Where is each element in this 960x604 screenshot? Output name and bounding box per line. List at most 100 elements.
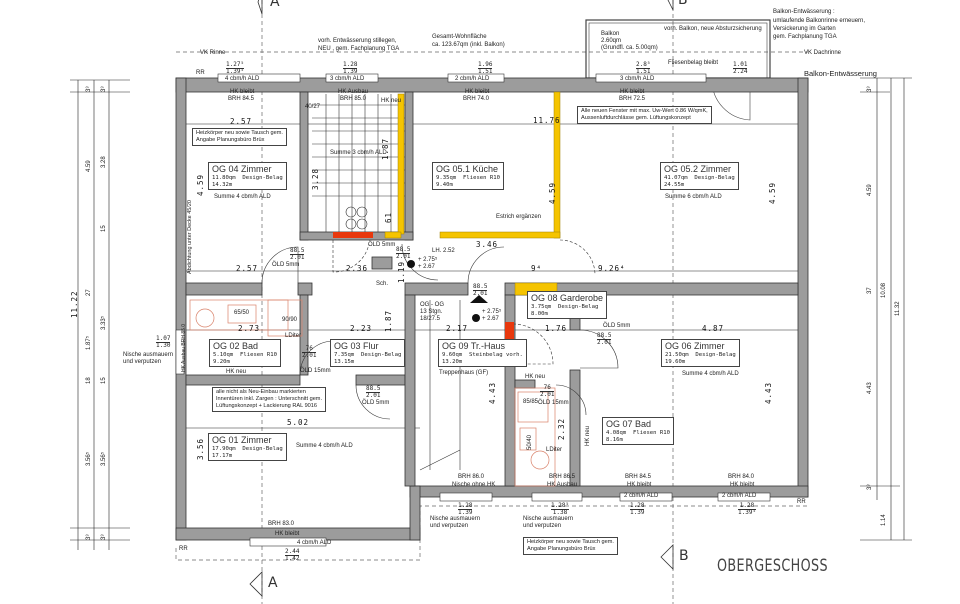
windows-note: Alle neuen Fenster mit max. Uw-Wert 0.86…	[577, 106, 712, 124]
rr-label: RR	[179, 546, 188, 552]
room-perimeter: 13.15m	[334, 358, 355, 365]
room-area-floor: 9.35qm Fliesen R10	[436, 175, 500, 182]
room-area: 5.10qm	[213, 352, 234, 358]
area-note-2: ca. 123.67qm (inkl. Balkon)	[432, 42, 505, 48]
room-area-floor: 3.75qm Design-Belag	[531, 304, 603, 311]
level-markers	[407, 260, 480, 322]
room-area: 9.60qm	[442, 352, 463, 358]
room-area: 21.50qm	[665, 352, 689, 358]
sanitary-fixtures	[189, 299, 556, 487]
rr-label: RR	[797, 499, 806, 505]
width: 1.28	[738, 502, 757, 510]
room-name: OG 05.2 Zimmer	[664, 164, 732, 174]
note-line: Angabe Planungsbüro Brüx	[196, 137, 265, 143]
height: 2.01	[473, 290, 488, 297]
section-a-bottom: A	[268, 575, 278, 591]
height: 1.39	[630, 509, 645, 516]
balcony-label: Balkon	[601, 31, 620, 37]
screed-note: Estrich ergänzen	[496, 214, 542, 220]
dimension: 1.14	[881, 514, 887, 526]
ald-label: 2 cbm/h ALD	[722, 493, 757, 499]
niche-note-1: Nische ausmauern	[430, 516, 481, 522]
ventilation-sum: Summe 4 cbm/h ALD	[296, 443, 353, 449]
dimension: 3⁹	[867, 484, 873, 490]
width: 1.01	[733, 61, 748, 69]
room-perimeter: 9.20m	[213, 358, 230, 365]
dimension-lines	[70, 77, 912, 550]
ventilation-sum: Summe 4 cbm/h ALD	[682, 371, 739, 377]
heater-status: HK bleibt	[465, 89, 490, 95]
room-area-floor: 5.10qm Fliesen R10	[213, 352, 277, 359]
heater-status: HK Ausbau BRH 85.0	[181, 323, 187, 372]
width: 88.5	[473, 283, 488, 291]
room-name: OG 07 Bad	[606, 419, 652, 429]
height: 1.39⁵	[226, 68, 245, 75]
height: 2.01	[290, 254, 305, 261]
width: 1.27⁵	[226, 61, 245, 69]
room-area: 17.90qm	[212, 446, 236, 452]
room-area-floor: 4.08qm Fliesen R10	[606, 430, 670, 437]
door-undercut: ÖLD 5mm	[362, 400, 390, 406]
dimension: 3.56⁵	[86, 451, 92, 466]
stair-grid	[312, 94, 461, 471]
dimension: 4.43	[764, 381, 773, 404]
tiles-remain-label: Fliesenbelag bleibt	[668, 60, 719, 66]
room-perimeter: 17.17m	[212, 452, 233, 459]
heater-brh: BRH 84.5	[228, 96, 255, 102]
height: 1.30	[156, 342, 171, 349]
niche-note-2: und verputzen	[430, 523, 469, 529]
dimension-total: 11.32	[895, 301, 901, 316]
room-name: OG 01 Zimmer	[212, 435, 272, 445]
room-name: OG 06 Zimmer	[665, 341, 725, 351]
dimension: 2.32	[557, 417, 566, 440]
balcony-drain-note-1: Balkon-Entwässerung :	[773, 9, 835, 15]
stairs-info-1: OG - OG	[420, 302, 444, 308]
note-line: Angabe Planungsbüro Brüx	[527, 546, 596, 552]
note-line: Alle neuen Fenster mit max. Uw-Wert 0.86…	[581, 108, 708, 114]
heating-note: Heizkörper neu sowie Tausch gem.Angabe P…	[192, 128, 287, 146]
door-swings	[261, 239, 619, 420]
width: 2.8⁵	[636, 61, 651, 69]
dimension: 4.59	[768, 181, 777, 204]
ald-label: 3 cbm/h ALD	[620, 76, 655, 82]
screed-additions	[384, 91, 561, 296]
section-b-top: B	[678, 0, 688, 8]
heater-status: HK bleibt	[730, 482, 755, 488]
room-perimeter: 19.60m	[665, 358, 686, 365]
note-line: alle nicht als Neu-Einbau markierten	[216, 389, 306, 395]
dimension: 11.76	[533, 116, 561, 125]
dimension: 3⁹	[101, 534, 107, 540]
dimension: 1.87	[384, 309, 393, 332]
room-area: 11.80qm	[212, 175, 236, 181]
door-undercut: ÖLD 5mm	[272, 262, 300, 268]
width: 88.5	[290, 247, 305, 255]
dimension: 10.08	[881, 282, 887, 298]
dimension: 3.46	[476, 240, 499, 249]
dimension: 4.87	[702, 324, 725, 333]
dimension: 3.56	[196, 437, 205, 460]
niche-note-1: Nische ausmauern	[123, 352, 174, 358]
section-b-bottom: B	[679, 548, 689, 564]
heater-status: HK bleibt	[275, 531, 300, 537]
heater-new: HK neu	[525, 374, 546, 380]
door-undercut: ÖLD 15mm	[300, 368, 331, 374]
room-perimeter: 8.00m	[531, 310, 548, 317]
room-area: 9.35qm	[436, 175, 457, 181]
heater-new: HK neu	[381, 98, 402, 104]
width: 76	[302, 346, 317, 353]
width: 88.5	[597, 332, 612, 340]
room-area: 3.75qm	[531, 304, 552, 310]
room-area-floor: 21.50qm Design-Belag	[665, 352, 736, 359]
ald-label: 2 cbm/h ALD	[624, 493, 659, 499]
ventilation-sum: Summe 4 cbm/h ALD	[214, 194, 271, 200]
